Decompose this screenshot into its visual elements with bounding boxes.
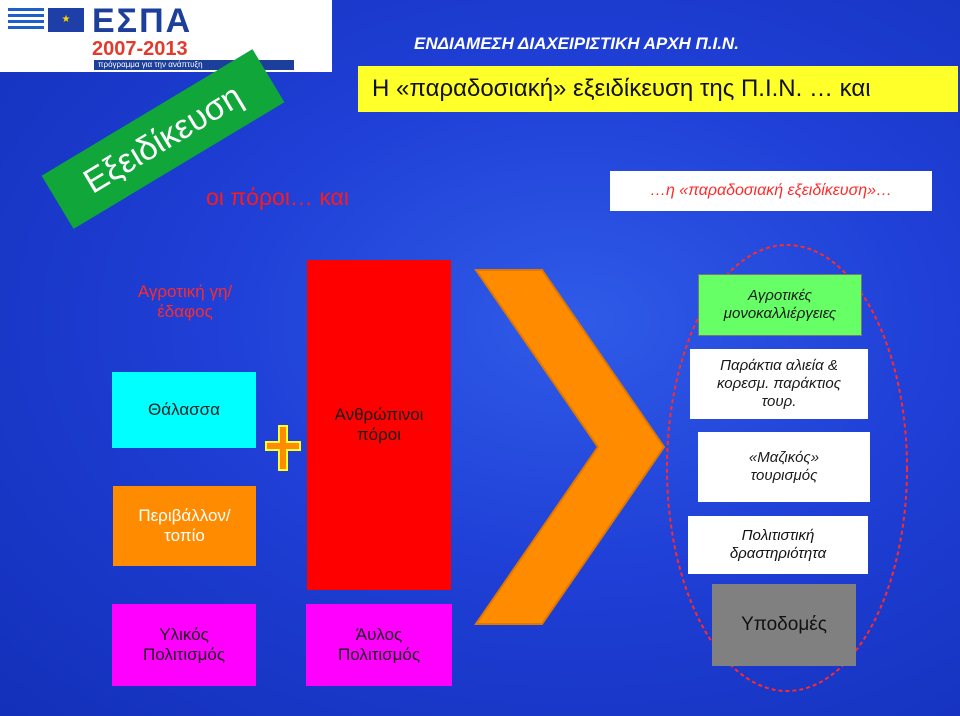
eu-flag-icon: ★ (48, 8, 84, 32)
human-line2: πόροι (356, 425, 402, 444)
cultural-activity-outcome: Πολιτιστική δραστηριότητα (688, 516, 868, 574)
logo-subtitle: πρόγραμμα για την ανάπτυξη (94, 60, 294, 70)
plus-icon (265, 425, 301, 471)
resources-heading: οι πόροι… και (206, 184, 349, 210)
human-line1: Ανθρώπινοι (334, 404, 424, 424)
land-line1: Αγροτική γη/ (137, 281, 233, 301)
main-banner: Η «παραδοσιακή» εξειδίκευση της Π.Ι.Ν. …… (358, 66, 958, 112)
greek-flag-icon (8, 8, 44, 32)
sea-resource: Θάλασσα (112, 372, 256, 448)
human-resources: Ανθρώπινοι πόροι (307, 260, 451, 590)
monoculture-outcome: Αγροτικές μονοκαλλιέργειες (698, 274, 862, 336)
land-line2: έδαφος (157, 302, 213, 321)
outcomes-ellipse (666, 244, 908, 692)
logo-years: 2007-2013 (92, 38, 188, 60)
monocult-line2: μονοκαλλιέργειες (723, 305, 837, 322)
mass-line1: «Μαζικός» (748, 449, 820, 466)
intangible-culture: Άυλος Πολιτισμός (306, 604, 452, 686)
tradition-heading: …η «παραδοσιακή εξειδίκευση»… (610, 171, 932, 211)
environment-resource: Περιβάλλον/ τοπίο (113, 486, 256, 566)
logo-word: ΕΣΠΑ (92, 2, 193, 40)
fishing-line2: κορεσμ. παράκτιος (716, 375, 842, 392)
infrastructure-outcome: Υποδομές (712, 584, 856, 666)
fishing-outcome: Παράκτια αλιεία & κορεσμ. παράκτιος τουρ… (690, 349, 868, 419)
culture-line2: δραστηριότητα (729, 545, 827, 562)
env-line2: τοπίο (164, 526, 205, 545)
intangible-line1: Άυλος (355, 624, 403, 644)
land-resource: Αγροτική γη/ έδαφος (114, 276, 256, 328)
mass-line2: τουρισμός (750, 467, 818, 484)
env-line1: Περιβάλλον/ (138, 505, 231, 525)
material-line2: Πολιτισμός (142, 645, 226, 664)
espa-logo: ★ ΕΣΠΑ 2007-2013 πρόγραμμα για την ανάπτ… (0, 0, 332, 72)
material-line1: Υλικός (159, 624, 209, 644)
material-culture: Υλικός Πολιτισμός (112, 604, 256, 686)
intangible-line2: Πολιτισμός (337, 645, 421, 664)
mass-tourism-outcome: «Μαζικός» τουρισμός (698, 432, 870, 502)
fishing-line1: Παράκτια αλιεία & (720, 357, 838, 374)
right-arrow-icon (474, 269, 666, 625)
monocult-line1: Αγροτικές (748, 287, 812, 304)
header-title: ΕΝΔΙΑΜΕΣΗ ΔΙΑΧΕΙΡΙΣΤΙΚΗ ΑΡΧΗ Π.Ι.Ν. (414, 34, 739, 53)
fishing-line3: τουρ. (761, 393, 797, 410)
culture-line1: Πολιτιστική (741, 527, 815, 544)
